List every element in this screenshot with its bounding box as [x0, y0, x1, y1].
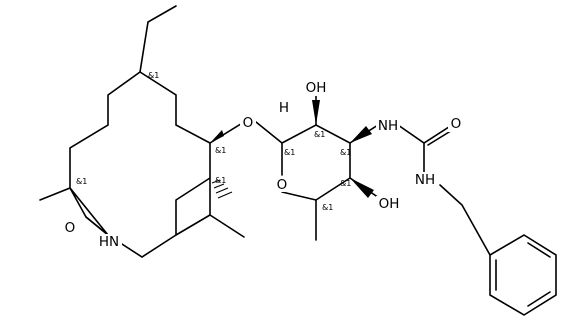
stereo-label-4: &1: [76, 177, 87, 186]
stereo-label-7: &1: [340, 148, 351, 157]
urea-nh-ethyl-label: NH: [415, 172, 435, 188]
anomeric-h-label: H: [279, 100, 289, 116]
hydroxyl-4-label: OH: [379, 196, 400, 212]
stereo-label-1: &1: [148, 71, 159, 80]
bond-skeleton: [39, 5, 557, 316]
stereo-label-9: &1: [322, 203, 333, 212]
stereo-label-5: &1: [284, 148, 295, 157]
stereo-label-2: &1: [215, 146, 226, 155]
stereo-label-3: &1: [215, 176, 226, 185]
glycosidic-oxygen-label: O: [243, 115, 254, 131]
ring-oxygen-label: O: [277, 177, 288, 193]
stereo-labels: &1 &1 &1 &1 &1 &1 &1 &1 &1: [76, 71, 351, 212]
stereo-label-8: &1: [340, 179, 351, 188]
lactam-nh-label: HN: [99, 234, 119, 250]
stereo-label-6: &1: [314, 130, 325, 139]
stereo-bonds: [210, 100, 374, 199]
atom-labels: O O OH OH NH O NH H O HN: [62, 80, 464, 250]
hydroxyl-2-label: OH: [306, 80, 327, 96]
urea-carbonyl-oxygen-label: O: [451, 116, 462, 132]
urea-nh-ring-label: NH: [378, 118, 398, 134]
lactam-oxygen-label: O: [65, 220, 76, 236]
